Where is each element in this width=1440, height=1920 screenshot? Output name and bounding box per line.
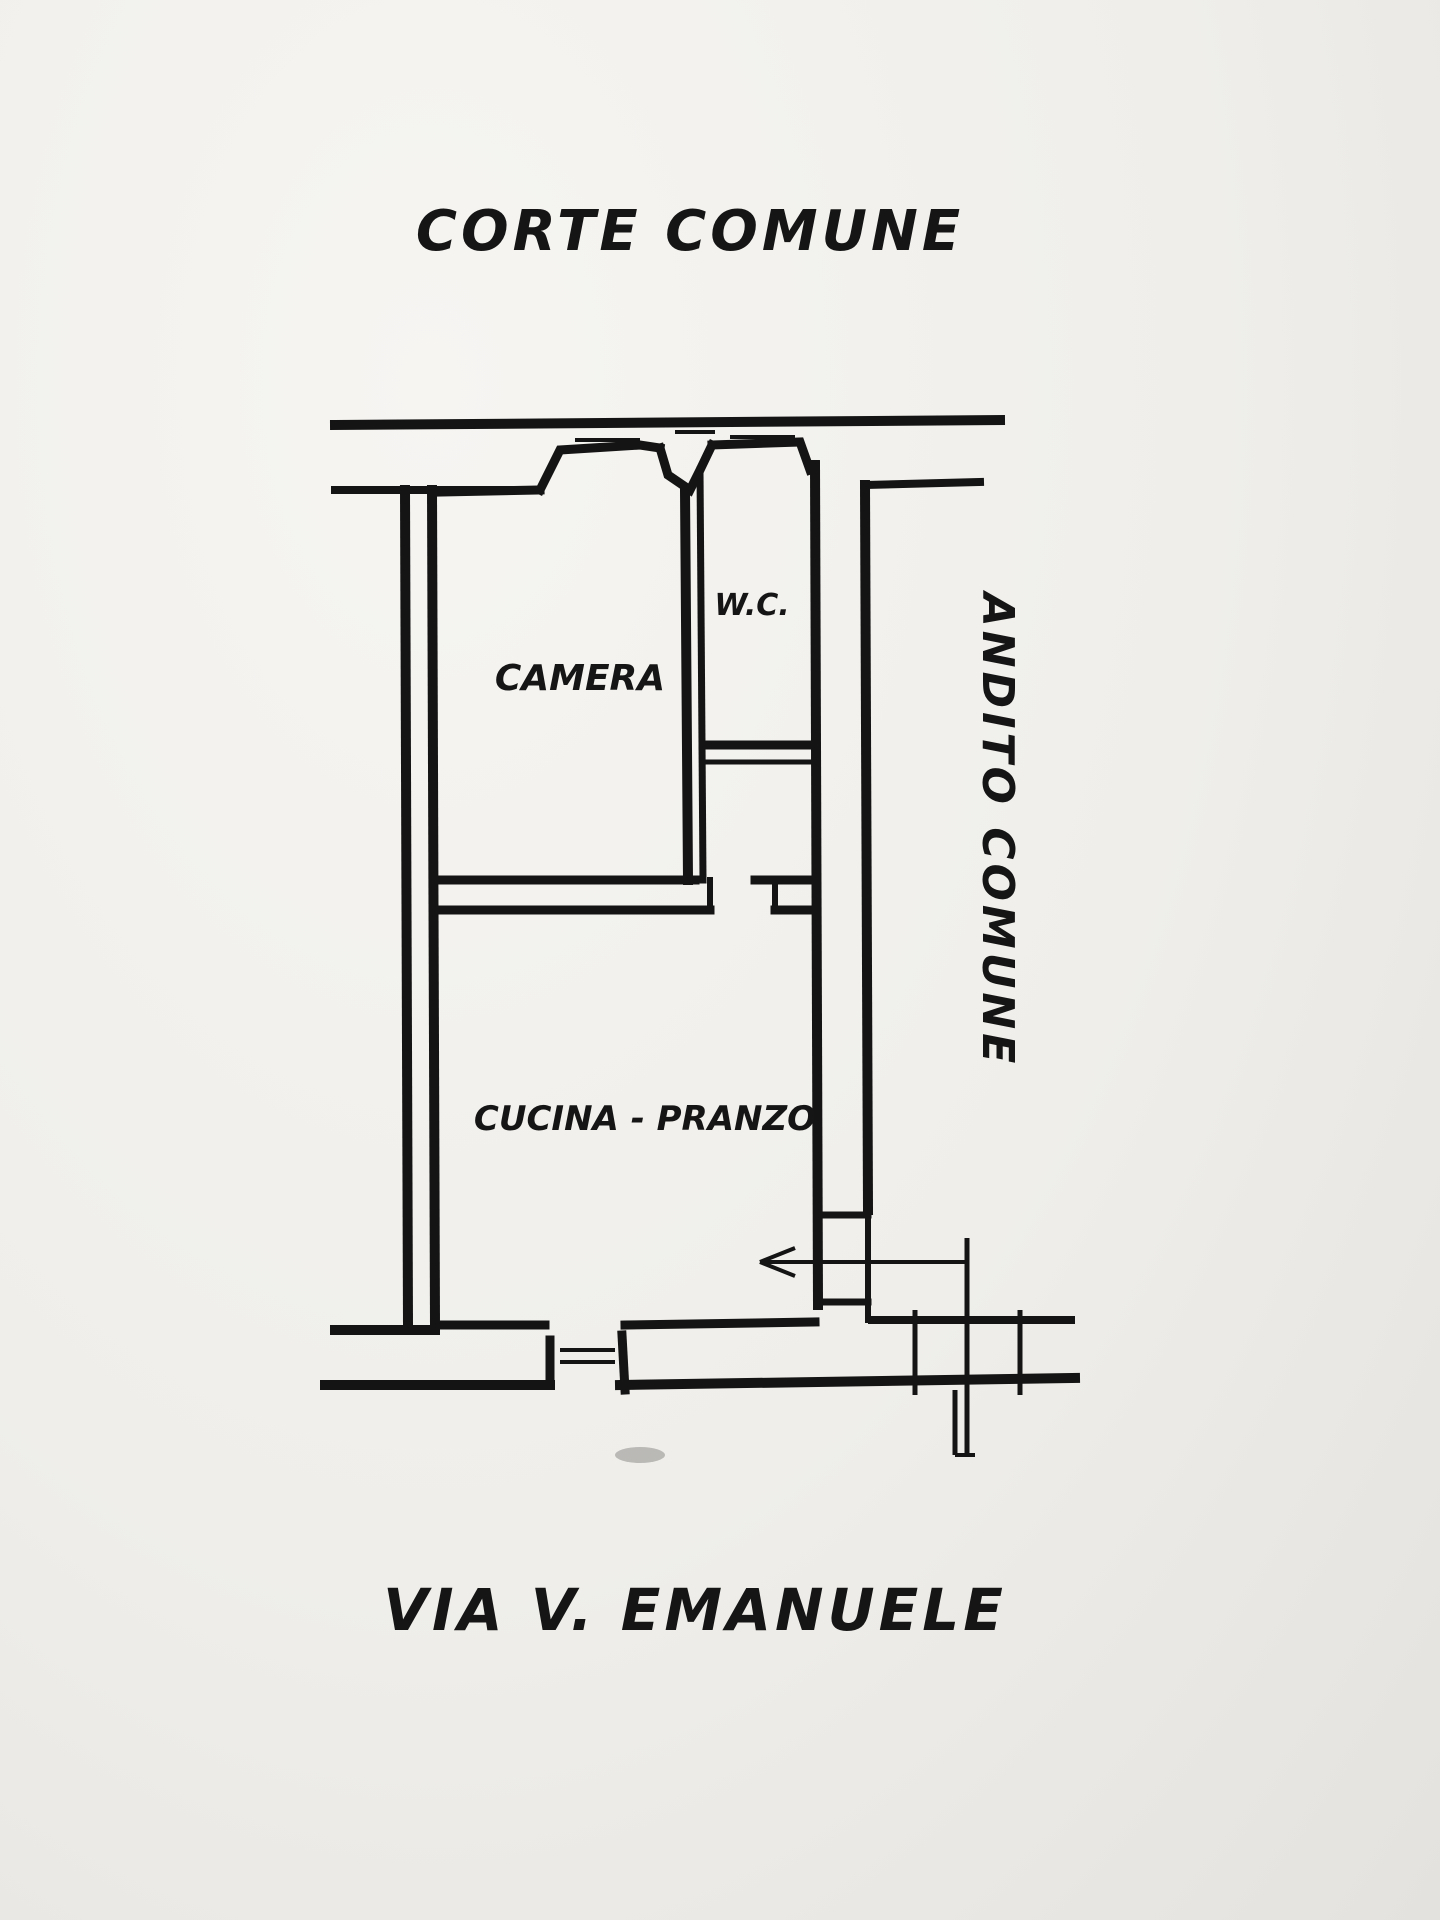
boundary-ticks (912, 1310, 1023, 1457)
room-label-bedroom: CAMERA (495, 658, 665, 699)
side-passage-label: ANDITO COMUNE (972, 590, 1023, 1068)
room-label-wc: W.C. (714, 588, 789, 623)
entry-arrow-icon (759, 1238, 970, 1455)
bottom-street-label: VIA V. EMANUELE (383, 1576, 1007, 1644)
top-window-openings (533, 430, 816, 497)
room-bedroom (435, 466, 707, 886)
room-wc (698, 740, 820, 908)
right-wall (809, 459, 874, 1311)
ink-smudge (615, 1447, 665, 1463)
left-wall (399, 484, 441, 1331)
side-entry-door (814, 1207, 1075, 1324)
top-street-label: CORTE COMUNE (416, 199, 964, 264)
room-kitchen (435, 905, 820, 1330)
bottom-boundary-walls (320, 1325, 1081, 1395)
room-label-kitchen: CUCINA - PRANZO (474, 1099, 816, 1139)
